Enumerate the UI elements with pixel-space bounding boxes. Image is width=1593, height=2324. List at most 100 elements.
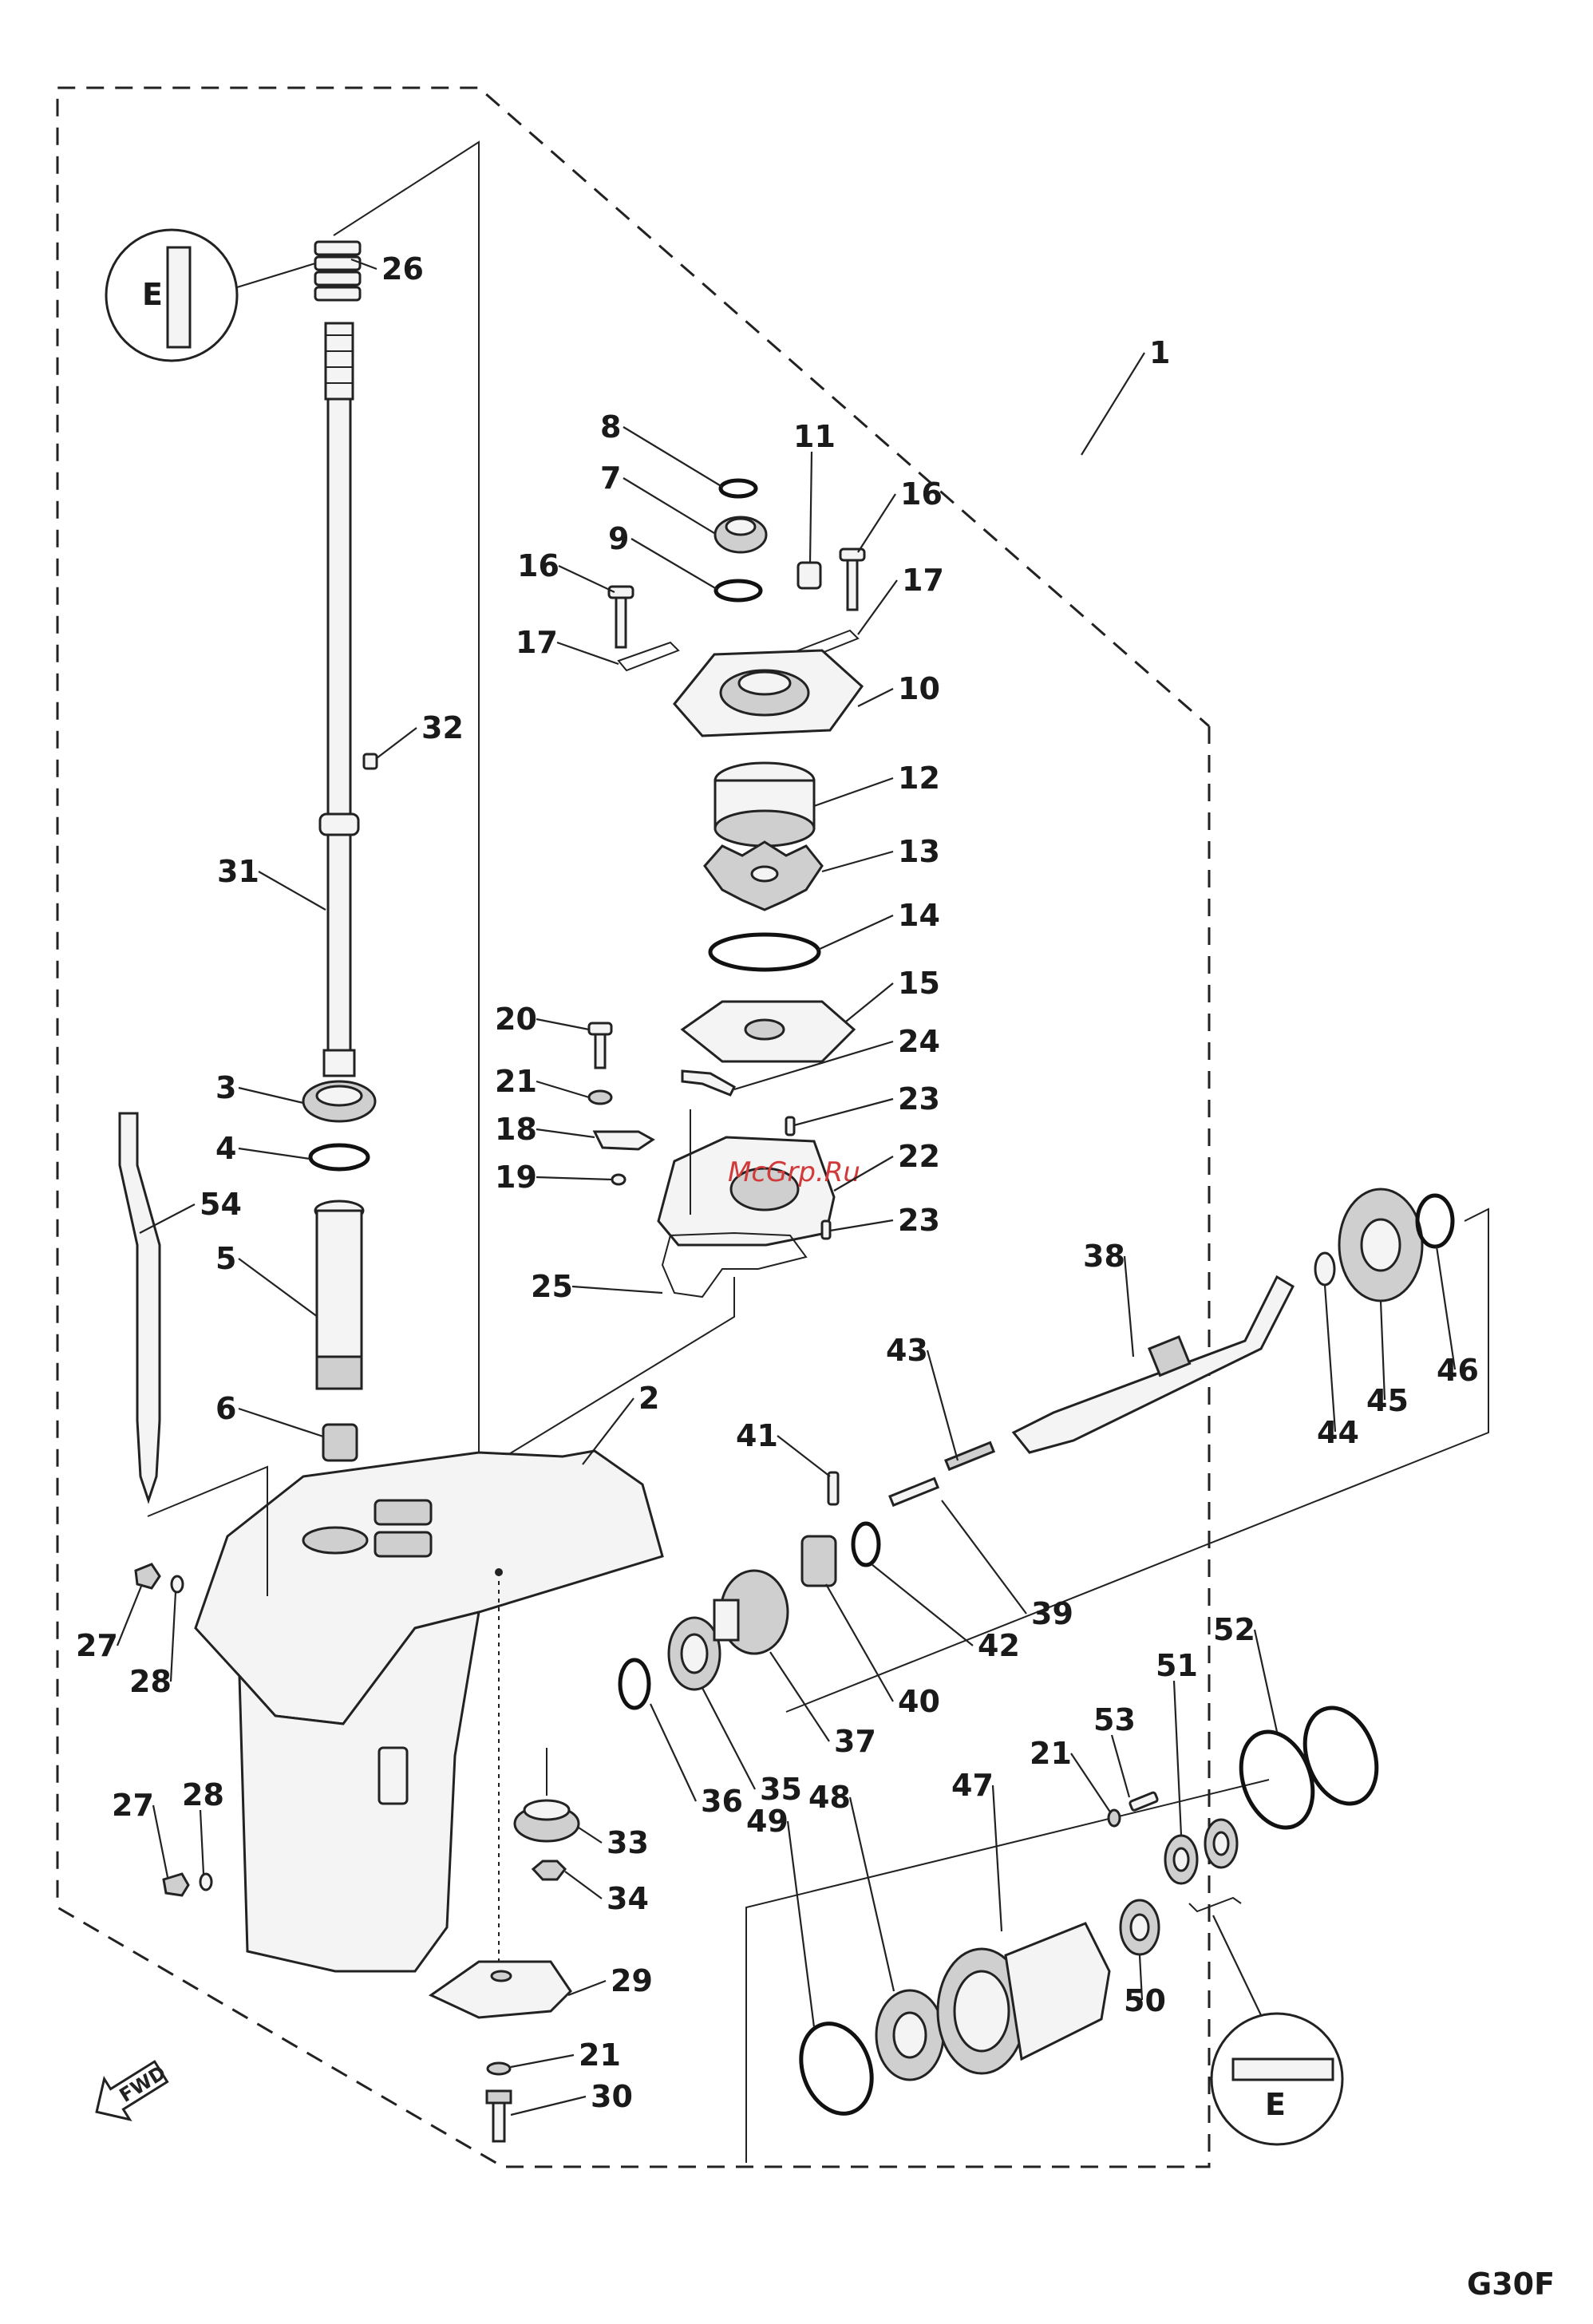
callout-c17b: 17 [902, 563, 944, 598]
leader-c33 [579, 1828, 602, 1843]
leader-c39 [942, 1500, 1026, 1614]
oil-seal-51 [1165, 1820, 1237, 1883]
impeller-13 [705, 842, 822, 910]
callout-c45: 45 [1366, 1383, 1409, 1418]
leader-c23a [794, 1099, 893, 1125]
callout-c47: 47 [951, 1768, 994, 1803]
callout-c15: 15 [898, 966, 940, 1001]
leader-c21b [511, 2055, 574, 2067]
dog-clutch-40 [802, 1536, 836, 1586]
callout-c28b: 28 [182, 1777, 224, 1812]
leader-c34 [565, 1871, 602, 1899]
shim-46 [1417, 1196, 1453, 1247]
callout-c11: 11 [793, 419, 836, 454]
callout-c12: 12 [898, 761, 940, 796]
fwd-direction-arrow: FWD [84, 2049, 176, 2132]
callout-c40: 40 [898, 1684, 940, 1719]
leader-c23b [830, 1220, 893, 1231]
callout-c17a: 17 [516, 625, 558, 660]
leader-c29 [568, 1981, 606, 1995]
leader-c52 [1255, 1630, 1277, 1732]
washer-21-lower [488, 2063, 510, 2074]
callout-c49: 49 [746, 1804, 789, 1839]
forward-gear-37 [714, 1571, 788, 1654]
plate-17-left [619, 642, 678, 670]
leader-c9 [631, 539, 717, 589]
leader-c41 [777, 1436, 830, 1476]
washer-28-upper [172, 1576, 183, 1592]
leader-c51 [1174, 1681, 1181, 1836]
callout-c21a: 21 [495, 1064, 537, 1099]
leader-c8 [623, 427, 722, 487]
clamp-18 [595, 1132, 653, 1149]
leader-c32 [377, 728, 417, 758]
callout-c16a: 16 [517, 548, 559, 583]
leader-c37 [770, 1652, 829, 1741]
callout-c33: 33 [607, 1825, 649, 1860]
leader-c12 [814, 778, 893, 806]
callout-c7: 7 [600, 460, 621, 496]
lubricant-mark: E [142, 277, 163, 312]
callout-c36: 36 [701, 1784, 743, 1819]
bolt-27-upper [136, 1564, 160, 1588]
lubricant-inset-top: E [106, 230, 315, 361]
leader-c48 [850, 1797, 894, 1991]
callout-c13: 13 [898, 834, 940, 869]
callout-c1: 1 [1149, 335, 1170, 370]
dowel-23-lower [822, 1221, 830, 1239]
leader-c2 [583, 1398, 634, 1464]
leader-c5 [239, 1259, 318, 1317]
callout-c32: 32 [421, 710, 464, 745]
o-ring-8 [721, 480, 756, 496]
leader-c21c [1071, 1753, 1111, 1813]
callout-c26: 26 [381, 251, 424, 287]
callout-c3: 3 [215, 1070, 236, 1105]
diagram-code: G30F [1467, 2267, 1555, 2302]
leader-c16a [559, 566, 615, 592]
leader-c46 [1437, 1247, 1455, 1370]
lower-case-2 [196, 1451, 662, 1971]
callout-c37: 37 [834, 1724, 876, 1759]
leader-c3 [239, 1088, 303, 1103]
leader-c20 [536, 1019, 589, 1030]
anode-29 [431, 1962, 571, 2018]
callout-c21b: 21 [579, 2037, 621, 2073]
o-ring-4 [310, 1145, 368, 1169]
callout-c29: 29 [611, 1963, 653, 1998]
callout-c52: 52 [1213, 1612, 1255, 1647]
leader-c7 [623, 478, 714, 533]
callout-c9: 9 [608, 521, 629, 556]
o-ring-14 [710, 935, 819, 970]
watermark: McGrp.Ru [728, 1156, 860, 1188]
leader-c27a [117, 1584, 142, 1646]
oil-seal-3 [303, 1081, 375, 1121]
callout-c4: 4 [215, 1131, 236, 1166]
bolt-16-right [840, 549, 864, 610]
leader-c21a [536, 1081, 589, 1097]
leader-c10 [858, 689, 893, 706]
shift-rod-54 [120, 1113, 160, 1500]
callout-c6: 6 [215, 1391, 236, 1426]
insert-cartridge-12 [715, 763, 814, 846]
callout-c2: 2 [638, 1381, 659, 1416]
callout-c30: 30 [591, 2079, 633, 2114]
grommet-7 [715, 517, 766, 552]
callout-c35: 35 [760, 1772, 802, 1807]
leader-c40 [826, 1584, 893, 1702]
callout-c46: 46 [1437, 1353, 1479, 1388]
bolt-20 [589, 1023, 611, 1068]
callout-c51: 51 [1156, 1648, 1198, 1683]
callout-c22: 22 [898, 1139, 940, 1174]
pin-32 [364, 754, 377, 769]
callout-c27b: 27 [112, 1788, 154, 1823]
callout-c21c: 21 [1030, 1736, 1072, 1771]
leader-c35 [702, 1688, 755, 1789]
leader-c27b [153, 1805, 168, 1877]
callout-c43: 43 [886, 1333, 928, 1368]
spring-43 [946, 1443, 994, 1470]
shim-36 [620, 1660, 649, 1708]
leader-c4 [239, 1148, 310, 1159]
bushing-6 [323, 1425, 357, 1460]
pump-housing-10 [674, 650, 862, 736]
